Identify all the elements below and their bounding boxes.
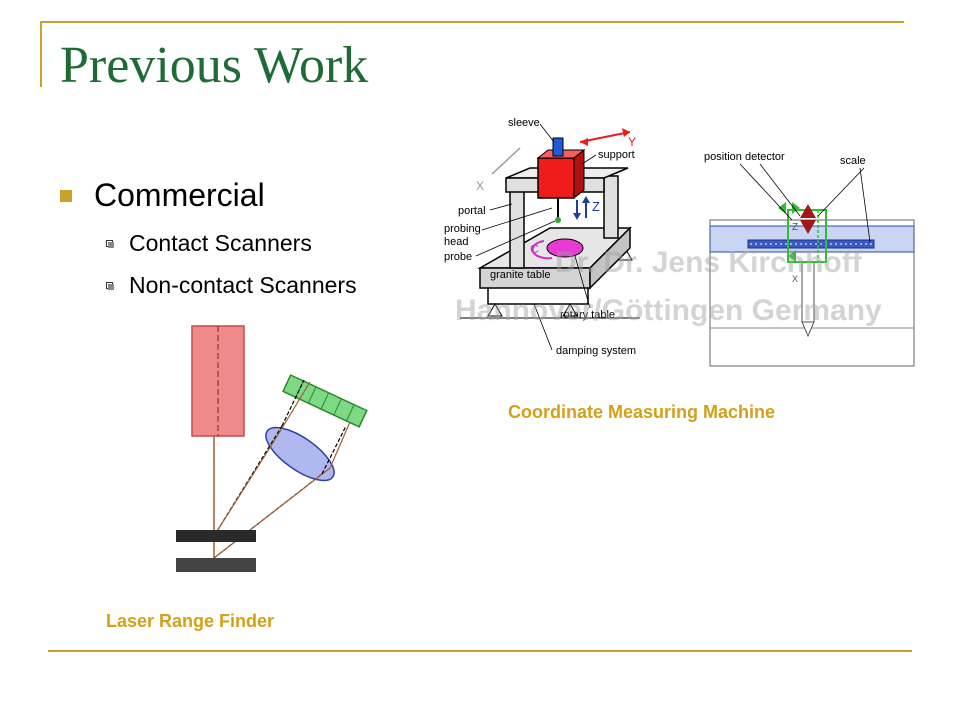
label-position-detector: position detector xyxy=(704,151,785,163)
leader-line xyxy=(574,255,591,309)
probe-tip xyxy=(555,217,561,223)
target-surface-near xyxy=(176,530,256,542)
damper-icon xyxy=(487,303,503,317)
sub-bullet-noncontact: Non-contact Scanners xyxy=(106,272,357,299)
label-z-axis: Z xyxy=(592,199,600,214)
z-arrow-down-icon xyxy=(800,220,816,234)
y-axis-arrow xyxy=(579,131,631,143)
label-head: head xyxy=(444,236,468,248)
label-probe: probe xyxy=(444,251,472,263)
sub-bullet-contact: Contact Scanners xyxy=(106,230,312,257)
sub-bullet-icon xyxy=(106,240,114,248)
leader-line xyxy=(481,207,553,231)
bullet-label: Commercial xyxy=(94,177,265,213)
rotation-arrow-icon xyxy=(531,240,553,260)
leader-line xyxy=(581,154,597,165)
label-damping-system: damping system xyxy=(556,345,636,357)
label-scale: scale xyxy=(840,155,866,167)
reflected-ray xyxy=(213,437,277,537)
granite-table-side xyxy=(589,226,631,290)
target-surface-far xyxy=(176,558,256,572)
focused-ray xyxy=(275,381,311,439)
watermark: Dr. Dr. Jens Kirchhoff Hannover/Göttinge… xyxy=(455,246,882,327)
x-arrow-icon xyxy=(788,250,796,262)
reflected-ray xyxy=(213,467,331,559)
leader-line xyxy=(817,167,865,217)
label-x-axis: X xyxy=(476,179,484,193)
caption-cmm: Coordinate Measuring Machine xyxy=(508,402,776,422)
page-title: Previous Work xyxy=(60,37,369,94)
bullet-commercial: Commercial xyxy=(60,177,265,214)
lens xyxy=(265,426,335,482)
label-probing: probing xyxy=(444,223,481,235)
label-sleeve: sleeve xyxy=(508,117,540,129)
watermark-line-2: Hannover/Göttingen Germany xyxy=(455,294,882,327)
watermark-line-1: Dr. Dr. Jens Kirchhoff xyxy=(555,246,863,279)
damper-icon xyxy=(562,303,578,317)
focused-ray xyxy=(329,421,351,469)
leader-line xyxy=(533,303,553,351)
support-carriage xyxy=(537,157,575,199)
sub-bullet-icon xyxy=(106,282,114,290)
label-z: Z xyxy=(792,222,798,233)
laser-range-finder-diagram xyxy=(176,325,368,572)
leader-line xyxy=(739,163,793,221)
sensor-array xyxy=(282,374,368,428)
y-arrowhead-icon xyxy=(580,138,588,146)
leader-line xyxy=(475,220,556,257)
sleeve xyxy=(552,137,564,157)
label-rotary-table: rotary table xyxy=(560,309,615,321)
bottom-divider xyxy=(48,650,912,652)
sub-bullet-label: Non-contact Scanners xyxy=(129,272,357,298)
bullet-square-icon xyxy=(60,189,72,202)
x-axis-arrow xyxy=(491,147,521,175)
probe-tip xyxy=(801,321,815,338)
label-c-axis: C xyxy=(530,242,539,256)
leader-line xyxy=(759,163,801,217)
focused-ray xyxy=(281,379,305,427)
x-arrow-right-icon xyxy=(792,202,800,214)
y-arrowhead-icon xyxy=(622,128,630,137)
label-x: X xyxy=(792,274,798,284)
cmm-diagram: sleeve support Y X Z C portal probing he… xyxy=(444,117,640,357)
rotary-table xyxy=(546,238,584,258)
label-portal: portal xyxy=(458,205,486,217)
z-arrow-up-icon xyxy=(800,204,816,218)
label-support: support xyxy=(598,149,635,161)
left-divider xyxy=(40,21,42,87)
leader-line xyxy=(859,167,871,243)
focused-ray xyxy=(321,425,347,475)
label-y-axis: Y xyxy=(628,135,636,149)
z-arrowhead-icon xyxy=(573,213,581,220)
leader-line xyxy=(539,123,555,143)
support-carriage-side xyxy=(573,148,585,200)
z-arrowhead-icon xyxy=(582,196,590,203)
label-granite-table: granite table xyxy=(490,269,551,281)
position-detector-diagram: Z X position detector scale xyxy=(704,151,915,367)
leader-line xyxy=(489,203,513,211)
portal-right-leg xyxy=(603,175,619,239)
top-divider xyxy=(40,21,904,23)
sub-bullet-label: Contact Scanners xyxy=(129,230,312,256)
caption-laser-range-finder: Laser Range Finder xyxy=(106,611,275,631)
